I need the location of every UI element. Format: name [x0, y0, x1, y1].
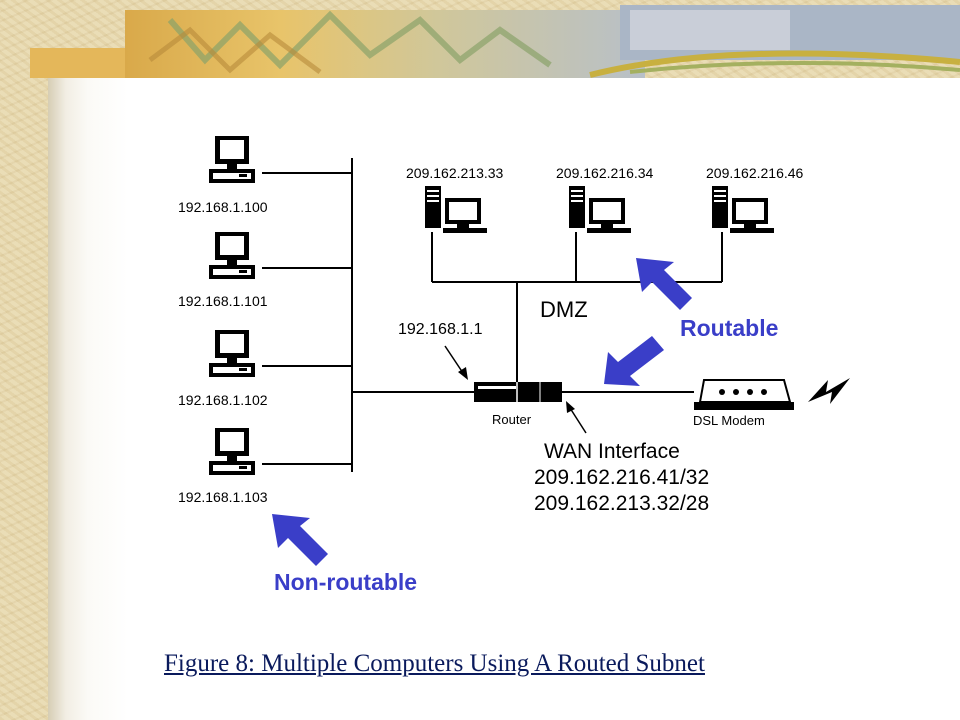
lan-host-4-ip: 192.168.1.103: [178, 489, 268, 505]
wan-ip-1: 209.162.216.41/32: [534, 466, 709, 489]
dmz-label: DMZ: [540, 297, 588, 322]
lan-host-1-ip: 192.168.1.100: [178, 199, 268, 215]
figure-caption: Figure 8: Multiple Computers Using A Rou…: [164, 650, 705, 677]
router-pointer-arrow: [444, 345, 468, 380]
lan-host-3-ip: 192.168.1.102: [178, 392, 268, 408]
decorative-banner: [30, 5, 960, 78]
dmz-host-1: [425, 186, 487, 233]
routable-arrow-down: [604, 336, 664, 386]
lan-host-2-ip: 192.168.1.101: [178, 293, 268, 309]
dmz-host-3-ip: 209.162.216.46: [706, 165, 804, 181]
dsl-modem-icon: [694, 379, 794, 410]
wan-interface-title: WAN Interface: [544, 440, 680, 463]
router-icon: [474, 382, 562, 402]
routable-label: Routable: [680, 315, 778, 341]
routable-arrow-up: [636, 258, 692, 310]
dmz-host-3: [712, 186, 774, 233]
lightning-icon: [808, 378, 850, 404]
lan-host-4: [209, 428, 255, 475]
dmz-host-2: [569, 186, 631, 233]
lan-host-3: [209, 330, 255, 377]
lan-host-1: [209, 136, 255, 183]
dmz-host-1-ip: 209.162.213.33: [406, 165, 504, 181]
nonroutable-label: Non-routable: [274, 569, 417, 595]
wan-pointer-arrow: [566, 401, 587, 434]
dsl-modem-label: DSL Modem: [693, 413, 765, 428]
dmz-host-2-ip: 209.162.216.34: [556, 165, 654, 181]
wan-ip-2: 209.162.213.32/28: [534, 492, 709, 515]
lan-host-2: [209, 232, 255, 279]
nonroutable-arrow: [272, 514, 328, 566]
lan-bus: [262, 158, 694, 472]
router-ip-label: 192.168.1.1: [398, 321, 483, 338]
router-label: Router: [492, 412, 532, 427]
